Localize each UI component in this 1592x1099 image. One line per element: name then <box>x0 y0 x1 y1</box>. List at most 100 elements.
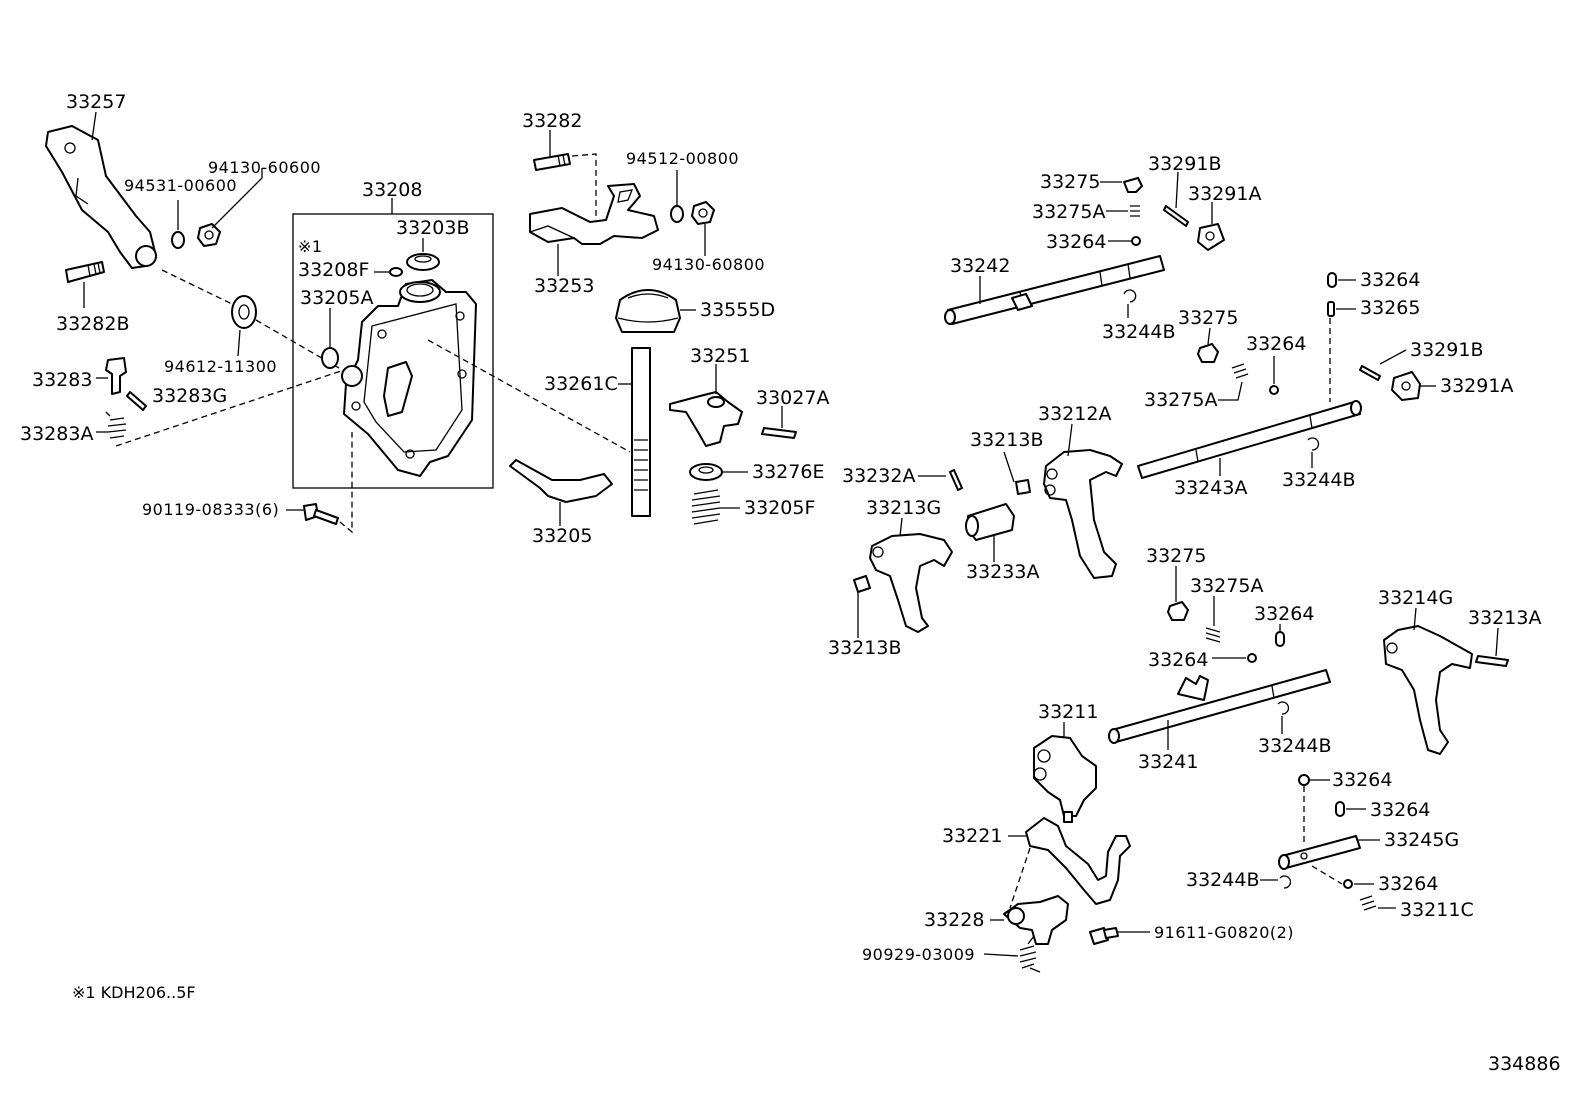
lever-33253 <box>529 183 659 245</box>
label-33283A: 33283A <box>20 423 93 445</box>
label-33265: 33265 <box>1360 297 1420 319</box>
part-33283 <box>105 357 127 395</box>
label-33241: 33241 <box>1138 751 1198 773</box>
shaft-33242 <box>944 255 1165 325</box>
spring-33205F <box>691 489 721 525</box>
label-33264-g: 33264 <box>1370 799 1430 821</box>
label-33213A: 33213A <box>1468 607 1541 629</box>
label-33275-c: 33275 <box>1146 545 1206 567</box>
plug-33205A <box>321 347 339 369</box>
pin-33232A <box>949 469 963 491</box>
plug-33275-a <box>1123 177 1143 193</box>
shaft-33241 <box>1108 669 1331 744</box>
label-33291A-a: 33291A <box>1188 183 1261 205</box>
label-33275A-c: 33275A <box>1190 575 1263 597</box>
boot-33555D <box>615 289 681 333</box>
washer-94512 <box>670 205 684 223</box>
label-33211C: 33211C <box>1400 899 1474 921</box>
label-33276E: 33276E <box>752 461 824 483</box>
label-33282B: 33282B <box>56 313 129 335</box>
pin-33283G <box>126 391 147 411</box>
label-33555D: 33555D <box>700 299 775 321</box>
block-33291A-b <box>1391 371 1421 401</box>
plug-33275-c <box>1167 601 1189 621</box>
block-33291A-a <box>1197 223 1225 251</box>
label-33213G: 33213G <box>866 497 941 519</box>
ball-33264-f <box>1298 774 1310 786</box>
label-91611-G0820: 91611-G0820(2) <box>1154 923 1294 942</box>
clip-33244B-a <box>1123 289 1137 303</box>
footnote: ※1 KDH206..5F <box>72 983 196 1002</box>
label-94512-00800: 94512-00800 <box>626 149 739 168</box>
label-33264-h: 33264 <box>1378 873 1438 895</box>
label-90119-08333: 90119-08333(6) <box>142 500 279 519</box>
clip-33244B-d <box>1279 875 1292 889</box>
fork-33212A <box>1043 449 1123 579</box>
label-33242: 33242 <box>950 255 1010 277</box>
bolt-90119 <box>303 503 339 525</box>
ring-33264-d <box>1275 631 1285 647</box>
fork-33221 <box>1025 817 1131 905</box>
pin-33291B-b <box>1359 365 1381 381</box>
sleeve-33233A <box>965 503 1015 541</box>
label-33275A-a: 33275A <box>1032 201 1105 223</box>
lever-33228 <box>1003 895 1069 945</box>
label-33211: 33211 <box>1038 701 1098 723</box>
label-33228: 33228 <box>924 909 984 931</box>
pin-33213A <box>1475 655 1509 667</box>
fork-33214G <box>1383 625 1473 755</box>
label-33244B-c: 33244B <box>1258 735 1331 757</box>
label-33291B-b: 33291B <box>1410 339 1483 361</box>
label-33291B-a: 33291B <box>1148 153 1221 175</box>
pin-33265 <box>1327 301 1335 317</box>
label-33275-a: 33275 <box>1040 171 1100 193</box>
label-33283: 33283 <box>32 369 92 391</box>
label-33213B-a: 33213B <box>970 429 1043 451</box>
label-33213B-b: 33213B <box>828 637 901 659</box>
spring-33283A <box>105 411 127 439</box>
label-33205A: 33205A <box>300 287 373 309</box>
ball-33264-a <box>1131 236 1141 246</box>
bracket-33257 <box>45 125 157 269</box>
label-33205F: 33205F <box>744 497 815 519</box>
label-33264-b: 33264 <box>1360 269 1420 291</box>
label-33221: 33221 <box>942 825 1002 847</box>
label-33291A-b: 33291A <box>1440 375 1513 397</box>
label-94531-00600: 94531-00600 <box>124 176 237 195</box>
washer-33208F <box>389 267 403 277</box>
reference-number: 334886 <box>1488 1053 1561 1075</box>
nut-94130-60800 <box>691 201 715 225</box>
label-90929-03009: 90929-03009 <box>862 945 975 964</box>
label-33232A: 33232A <box>842 465 915 487</box>
label-94130-60600: 94130-60600 <box>208 158 321 177</box>
ball-33264-e <box>1247 653 1257 663</box>
pin-33282B <box>65 261 105 283</box>
label-33275-b: 33275 <box>1178 307 1238 329</box>
case-33208 <box>341 279 477 477</box>
spring-33275A-b <box>1231 363 1249 379</box>
bolt-33213B-b <box>853 575 871 593</box>
shaft-33243A <box>1137 400 1362 479</box>
ring-33264-b <box>1327 272 1337 288</box>
clip-33244B-c <box>1277 701 1290 715</box>
gasket-94612 <box>231 295 257 329</box>
lever-33251 <box>669 391 743 447</box>
bolt-91611 <box>1089 927 1119 945</box>
clip-33244B-b <box>1307 437 1320 451</box>
label-33264-f: 33264 <box>1332 769 1392 791</box>
washer-94531 <box>171 231 185 249</box>
fork-33213G <box>869 533 953 633</box>
label-33257: 33257 <box>66 91 126 113</box>
label-33205: 33205 <box>532 525 592 547</box>
spring-33211C <box>1359 895 1377 911</box>
label-33233A: 33233A <box>966 561 1039 583</box>
case-box-33208 <box>292 213 494 489</box>
label-33244B-b: 33244B <box>1282 469 1355 491</box>
label-33243A: 33243A <box>1174 477 1247 499</box>
spring-33275A-a <box>1130 205 1140 217</box>
label-note-mark: ※1 <box>298 237 323 256</box>
label-33264-e: 33264 <box>1148 649 1208 671</box>
label-33212A: 33212A <box>1038 403 1111 425</box>
label-33245G: 33245G <box>1384 829 1459 851</box>
label-33203B: 33203B <box>396 217 469 239</box>
